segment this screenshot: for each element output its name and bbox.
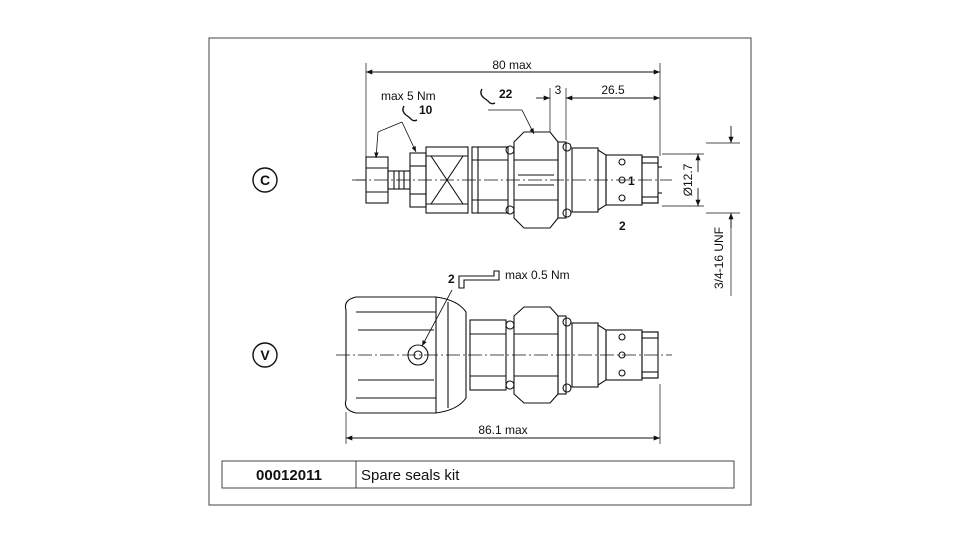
view-c-marker: C: [252, 167, 278, 193]
dim-diameter-text: Ø12.7: [681, 163, 695, 196]
dim-overall-c-text: 80 max: [492, 58, 531, 72]
seal-kit-table: 00012011 Spare seals kit: [221, 460, 735, 489]
wrench-icon: [480, 88, 496, 105]
view-v-label: V: [260, 347, 270, 363]
seal-kit-code: 00012011: [256, 467, 322, 484]
view-c-label: C: [260, 172, 270, 188]
dim-nose-length: 26.5: [566, 83, 660, 101]
locknut-torque-text: max 5 Nm: [381, 89, 436, 103]
dim-thread-text: 3/4-16 UNF: [712, 227, 726, 289]
dim-thread: 3/4-16 UNF: [706, 126, 740, 296]
dim-gap-text: 3: [555, 83, 562, 97]
view-v: V: [252, 268, 672, 444]
dim-diameter: Ø12.7: [662, 153, 704, 207]
allen-key-icon: [458, 270, 500, 289]
view-v-valve-body: [344, 296, 659, 414]
view-v-marker: V: [252, 342, 278, 368]
view-c-valve-body: [365, 131, 662, 229]
dim-overall-v: 86.1 max: [345, 384, 661, 444]
view-c: C: [252, 58, 740, 296]
allen-torque-note: 2 max 0.5 Nm: [421, 268, 570, 347]
seal-kit-description: Spare seals kit: [361, 467, 460, 484]
dim-overall-c: 80 max: [365, 58, 661, 158]
port-1-label: 1: [628, 174, 635, 188]
locknut-torque-note: max 5 Nm 10: [356, 89, 436, 181]
locknut-wrench-size: 10: [419, 103, 433, 117]
allen-key-size: 2: [448, 272, 455, 286]
allen-torque-text: max 0.5 Nm: [505, 268, 570, 282]
drawing-border: [208, 37, 752, 506]
body-wrench-note: 22: [480, 87, 535, 135]
body-wrench-size: 22: [499, 87, 513, 101]
wrench-icon: [402, 105, 418, 122]
dim-nose-length-text: 26.5: [601, 83, 625, 97]
dim-overall-v-text: 86.1 max: [478, 423, 527, 437]
port-2-label: 2: [619, 219, 626, 233]
